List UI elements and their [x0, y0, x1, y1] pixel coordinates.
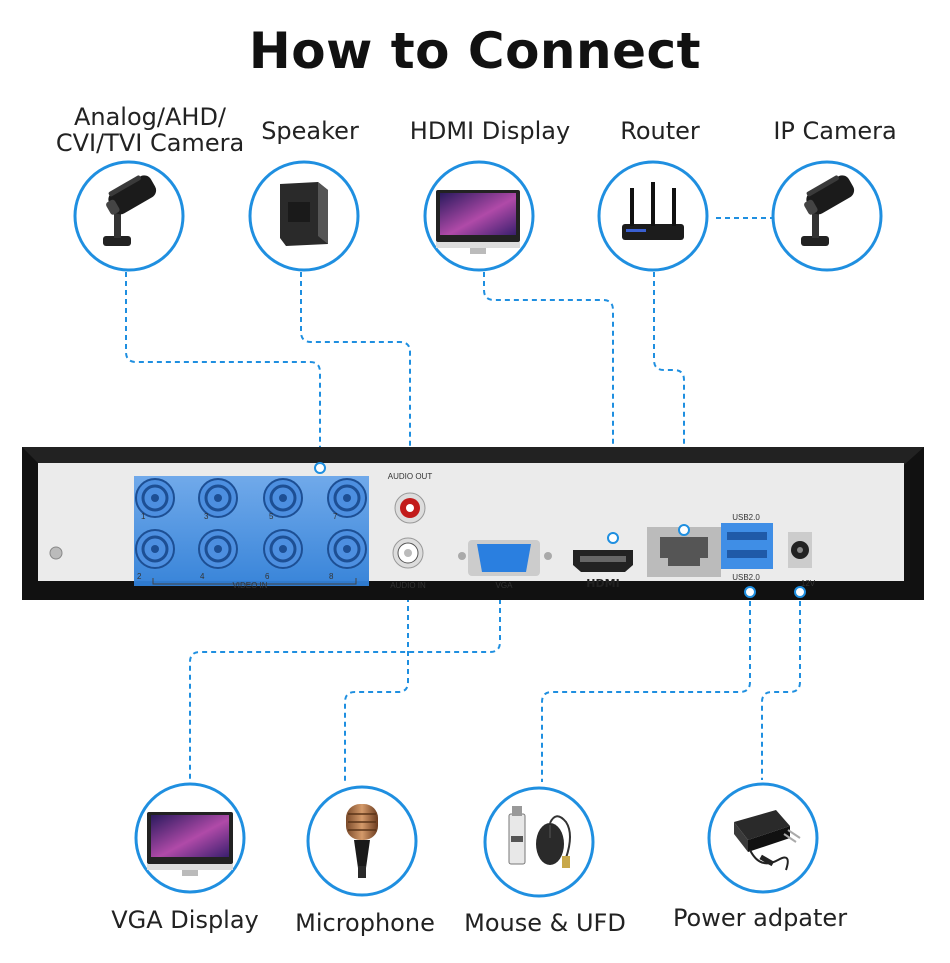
vga-display-node [134, 782, 246, 894]
audio-out-label: AUDIO OUT [388, 472, 433, 481]
lan-connector-dot [678, 524, 690, 536]
bnc-channel-label: 1 [141, 512, 146, 521]
line-router [653, 272, 685, 530]
speaker-icon [280, 182, 328, 246]
line-mouse-ufd [541, 592, 751, 782]
bnc-channel-label: 2 [137, 572, 142, 581]
page-title: How to Connect [248, 22, 702, 80]
power-adapter-node [707, 782, 819, 894]
analog-camera-icon [103, 175, 157, 246]
vga-port: VGA [458, 540, 552, 590]
video-in-block: 1 3 5 7 2 4 6 8 VIDEO IN [134, 462, 369, 590]
monitor-icon [436, 190, 520, 254]
ip-camera-node [771, 160, 883, 272]
bnc-channel-label: 6 [265, 572, 270, 581]
bnc-channel-label: 7 [333, 512, 338, 521]
analog-camera-label-line1: Analog/AHD/ [73, 103, 227, 131]
vga-display-label: VGA Display [111, 906, 259, 934]
power-adapter-icon [734, 810, 801, 871]
hdmi-display-node [423, 160, 535, 272]
bnc-port-5 [263, 478, 303, 518]
usb-connector-dot [744, 586, 756, 598]
usb-bottom-label: USB2.0 [732, 573, 760, 582]
mouse-ufd-label: Mouse & UFD [464, 909, 626, 937]
router-node [597, 160, 709, 272]
power-connector-dot [794, 586, 806, 598]
usb-flash-drive-icon [508, 806, 526, 865]
speaker-node [248, 160, 360, 272]
bnc-ports: 1 3 5 7 2 4 6 8 [135, 478, 367, 581]
ip-camera-label: IP Camera [773, 117, 897, 145]
hdmi-logo-label: HDMI [586, 577, 619, 590]
router-icon [622, 182, 684, 240]
hdmi-display-label: HDMI Display [409, 117, 571, 145]
bnc-port-4 [198, 529, 238, 569]
line-vga-display [189, 590, 501, 782]
analog-camera-node [73, 160, 185, 272]
usb-ports: USB2.0 USB2.0 [721, 513, 773, 598]
bnc-channel-label: 3 [204, 512, 209, 521]
bnc-port-8 [327, 529, 367, 569]
bnc-port-6 [263, 529, 303, 569]
line-speaker [300, 272, 411, 508]
bnc-port-2 [135, 529, 175, 569]
speaker-label: Speaker [261, 117, 359, 145]
bnc-port-3 [198, 478, 238, 518]
microphone-icon [346, 804, 378, 878]
vga-label: VGA [496, 581, 514, 590]
hdmi-connector-dot [607, 532, 619, 544]
usb-top-label: USB2.0 [732, 513, 760, 522]
bnc-port-7 [327, 478, 367, 518]
analog-camera-label: Analog/AHD/ CVI/TVI Camera [50, 104, 250, 156]
monitor-icon [147, 812, 233, 876]
mouse-icon [536, 815, 571, 868]
ip-camera-icon [801, 175, 855, 246]
microphone-label: Microphone [295, 909, 435, 937]
power-adapter-label: Power adpater [672, 904, 848, 932]
line-analog-camera [125, 272, 321, 468]
bnc-channel-label: 5 [269, 512, 274, 521]
router-label: Router [620, 117, 700, 145]
bnc-port-1 [135, 478, 175, 518]
mouse-ufd-node [483, 786, 595, 898]
video-in-label: VIDEO IN [232, 581, 267, 590]
bnc-channel-label: 4 [200, 572, 205, 581]
connection-lines [125, 217, 801, 782]
line-power-adapter [761, 592, 801, 780]
audio-in-label: AUDIO IN [390, 581, 426, 590]
power-label: 12V [801, 579, 816, 588]
audio-ports: AUDIO OUT AUDIO IN [388, 472, 433, 590]
ground-screw-icon [49, 546, 63, 560]
lan-port [647, 524, 721, 577]
bnc-channel-label: 8 [329, 572, 334, 581]
line-hdmi-display [483, 272, 614, 538]
power-port: 12V [788, 532, 816, 598]
video-in-connector-dot [314, 462, 326, 474]
analog-camera-label-line2: CVI/TVI Camera [55, 129, 245, 157]
hdmi-port: HDMI [573, 532, 633, 590]
microphone-node [306, 785, 418, 897]
line-microphone [344, 570, 409, 782]
